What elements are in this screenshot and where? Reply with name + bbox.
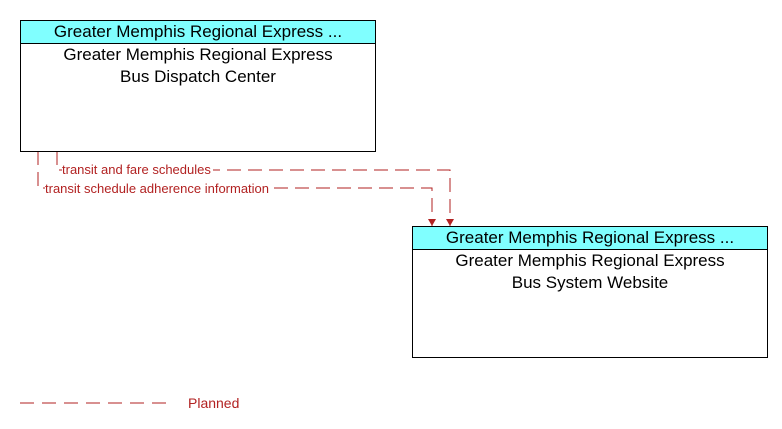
system-website-header: Greater Memphis Regional Express ... — [413, 227, 767, 250]
flow-label-transit-schedule-adherence: transit schedule adherence information — [45, 181, 272, 196]
flow-label-transit-fare-schedules: transit and fare schedules — [62, 162, 213, 177]
legend-planned-label: Planned — [188, 395, 240, 411]
system-website-title-line1: Greater Memphis Regional Express — [455, 251, 725, 270]
dispatch-center-node[interactable]: Greater Memphis Regional Express ... Gre… — [20, 20, 376, 152]
system-website-title-line2: Bus System Website — [511, 273, 669, 292]
dispatch-center-title: Greater Memphis Regional Express Bus Dis… — [21, 44, 375, 88]
flow-line-transit-fare-schedules — [56, 151, 454, 226]
dispatch-center-title-line2: Bus Dispatch Center — [120, 67, 276, 86]
system-website-title: Greater Memphis Regional Express Bus Sys… — [413, 250, 767, 294]
dispatch-center-header: Greater Memphis Regional Express ... — [21, 21, 375, 44]
dispatch-center-title-line1: Greater Memphis Regional Express — [63, 45, 333, 64]
system-website-node[interactable]: Greater Memphis Regional Express ... Gre… — [412, 226, 768, 358]
